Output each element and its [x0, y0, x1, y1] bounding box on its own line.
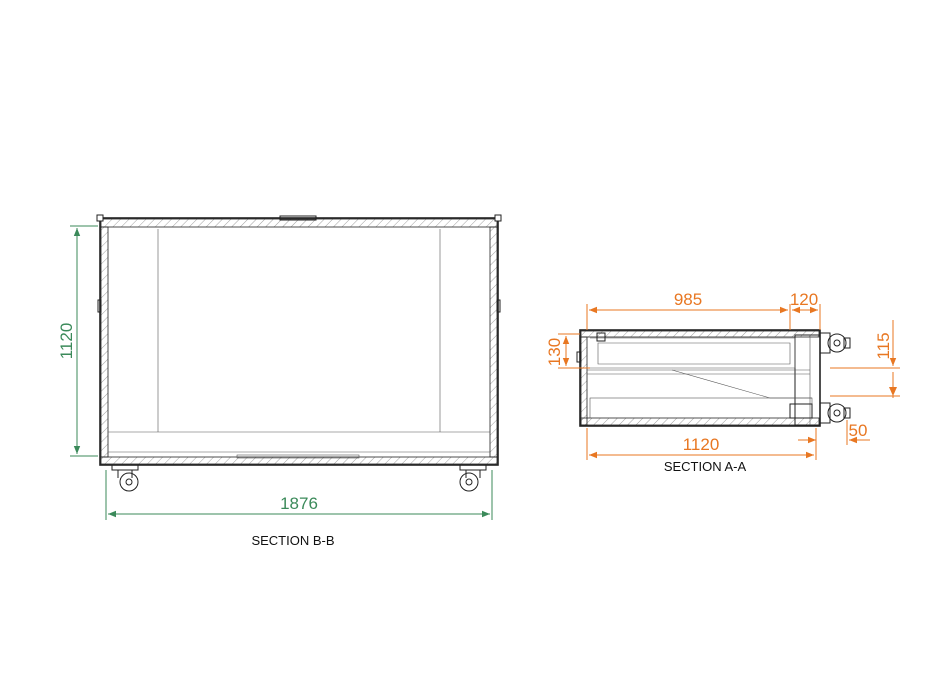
- a-bottom-hatch: [580, 417, 820, 426]
- caster-right: [459, 464, 487, 492]
- dim-120-label: 120: [790, 290, 818, 309]
- section-a-a: 985 120 130 115 1120: [545, 290, 900, 474]
- dim-50-label: 50: [849, 421, 868, 440]
- a-upper-tray-inner: [597, 342, 791, 365]
- a-caster-top: [819, 332, 851, 354]
- case-outline-b: [99, 217, 499, 466]
- a-lower-tray: [589, 397, 813, 419]
- dim-115: 115: [830, 320, 900, 398]
- dim-130: 130: [545, 333, 590, 369]
- floor-rail: [236, 454, 360, 459]
- corner-tl: [96, 214, 104, 222]
- a-top-hatch: [580, 330, 820, 338]
- dim-width-b: 1876: [105, 470, 493, 520]
- section-a-caption: SECTION A-A: [664, 459, 747, 474]
- top-wall-hatch: [100, 218, 498, 228]
- a-lid: [794, 334, 821, 426]
- dim-height-b-label: 1120: [57, 323, 76, 360]
- bottom-wall-hatch: [100, 456, 498, 465]
- dim-height-b: 1120: [57, 225, 98, 457]
- section-b-caption: SECTION B-B: [251, 533, 334, 548]
- corner-tr: [494, 214, 502, 222]
- dim-130-label: 130: [545, 338, 564, 366]
- dim-1120-a-label: 1120: [683, 435, 720, 454]
- dim-50: 50: [798, 420, 870, 445]
- dim-120: 120: [790, 290, 821, 330]
- a-side-latch: [576, 351, 582, 363]
- a-upper-tray: [590, 337, 796, 369]
- latch-right: [496, 299, 501, 313]
- left-wall-hatch: [100, 226, 109, 458]
- dim-985-label: 985: [674, 290, 702, 309]
- caster-left: [111, 464, 139, 492]
- a-caster-bottom: [819, 402, 851, 424]
- a-left-hatch: [580, 336, 588, 426]
- dim-1120-a: 1120: [586, 428, 817, 460]
- dim-115-label: 115: [874, 332, 893, 359]
- dim-width-b-label: 1876: [280, 494, 318, 513]
- a-lower-block: [789, 403, 813, 419]
- latch-left: [97, 299, 102, 313]
- a-corner-piece: [596, 332, 606, 342]
- right-wall-hatch: [489, 226, 498, 458]
- section-b-b: 1120 1876 SECTION B-B: [57, 214, 502, 548]
- top-handle: [279, 215, 317, 221]
- dim-985: 985: [586, 290, 791, 330]
